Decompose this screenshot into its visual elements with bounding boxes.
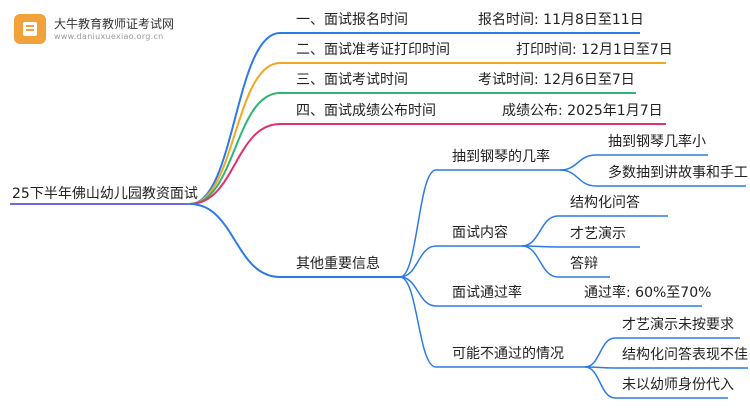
book-icon: [14, 14, 46, 44]
leaf-qa-poor: 结构化问答表现不佳: [622, 347, 748, 363]
connector-leaf-4-3: [584, 366, 728, 399]
connector-leaf-2-1: [521, 215, 668, 247]
connector-sub-1: [399, 169, 560, 278]
brand-logo: 大牛教育教师证考试网 www.daniuxuexiao.org.cn: [14, 14, 174, 44]
connector-leaf-4-2: [584, 366, 748, 369]
connector-branch-3: [189, 92, 470, 205]
branch-registration: 一、面试报名时间: [296, 12, 408, 28]
connector-branch-5: [189, 203, 400, 278]
connector-sub-3: [399, 276, 560, 307]
connector-sub-4: [399, 276, 585, 368]
brand-url: www.daniuxuexiao.org.cn: [54, 31, 164, 41]
branch-exam-time: 三、面试考试时间: [296, 72, 408, 88]
branch-results-detail: 成绩公布: 2025年1月7日: [502, 103, 663, 119]
sub-interview-content: 面试内容: [452, 225, 508, 241]
connector-leaf-2-2: [521, 245, 640, 248]
leaf-talent-not-compliant: 才艺演示未按要求: [622, 317, 734, 333]
branch-admission-ticket: 二、面试准考证打印时间: [296, 42, 450, 58]
leaf-no-teacher-role: 未以幼师身份代入: [622, 377, 734, 393]
branch-other-info: 其他重要信息: [296, 256, 380, 272]
leaf-piano-story-craft: 多数抽到讲故事和手工: [608, 165, 748, 181]
sub-fail-cases: 可能不通过的情况: [452, 346, 564, 362]
leaf-defense: 答辩: [570, 256, 598, 272]
branch-registration-detail: 报名时间: 11月8日至11日: [478, 12, 644, 28]
leaf-pass-rate-value: 通过率: 60%至70%: [584, 285, 712, 301]
leaf-talent-show: 才艺演示: [570, 226, 626, 242]
connector-branch-4: [189, 123, 490, 205]
sub-pass-rate: 面试通过率: [452, 285, 522, 301]
root-node: 25下半年佛山幼儿园教资面试: [12, 186, 198, 202]
connector-leaf-4-1: [584, 337, 740, 368]
sub-piano-probability: 抽到钢琴的几率: [452, 149, 550, 165]
branch-results: 四、面试成绩公布时间: [296, 103, 436, 119]
connector-sub-2: [399, 245, 522, 278]
branch-admission-ticket-detail: 打印时间: 12月1日至7日: [516, 42, 673, 58]
brand-name: 大牛教育教师证考试网: [54, 16, 175, 31]
connector-leaf-2-3: [521, 245, 610, 278]
connector-leaf-1-1: [559, 154, 708, 171]
connector-branch-1: [189, 32, 470, 205]
leaf-structured-qa: 结构化问答: [570, 195, 640, 211]
leaf-piano-low: 抽到钢琴几率小: [608, 134, 706, 150]
connector-branch-2: [189, 62, 500, 205]
connector-leaf-1-2: [559, 169, 746, 187]
branch-exam-time-detail: 考试时间: 12月6日至7日: [478, 72, 635, 88]
